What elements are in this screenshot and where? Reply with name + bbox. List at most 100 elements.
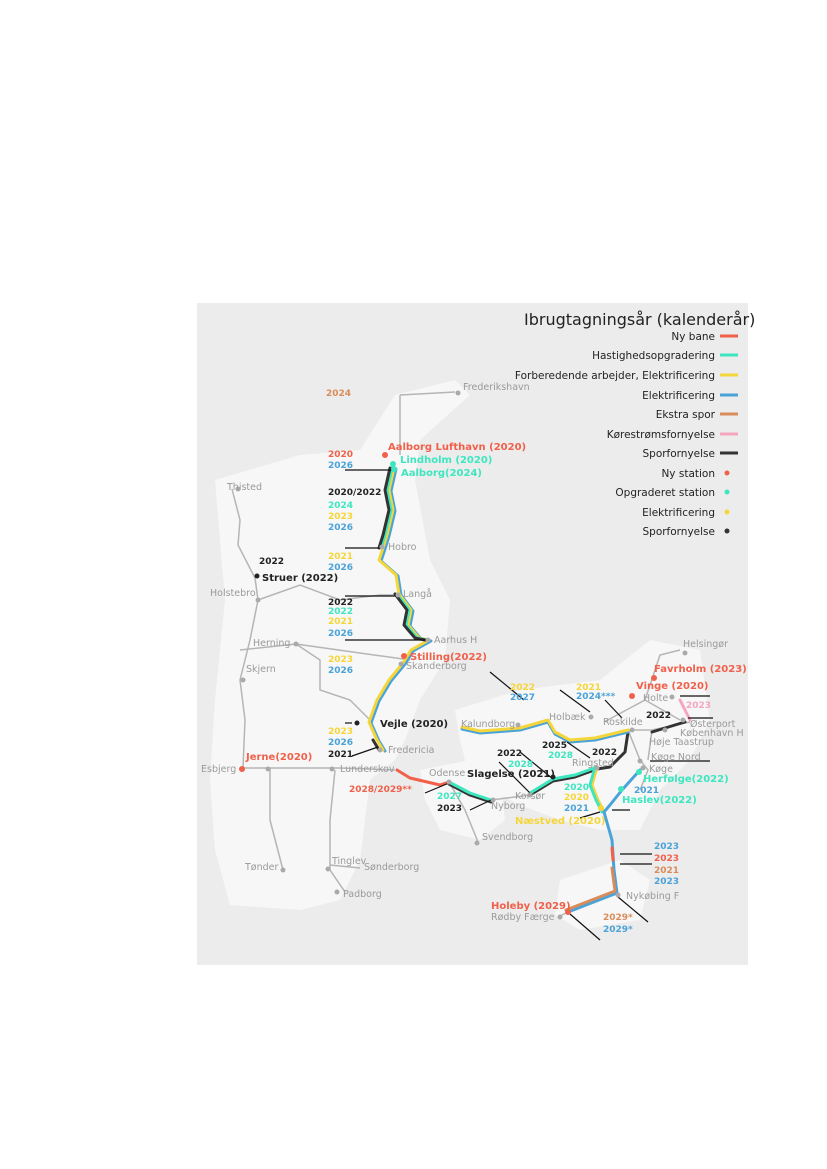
legend-item-sporfornyelse-station: Sporfornyelse (642, 526, 715, 538)
project-station-dots (239, 452, 657, 915)
station-project-label: Aalborg(2024) (401, 468, 482, 479)
year-label: 2023 (328, 727, 353, 737)
legend-item-ekstra-spor: Ekstra spor (656, 409, 716, 421)
year-label: 2022 (328, 598, 353, 608)
station-project-label: Vejle (2020) (380, 719, 448, 730)
station-label: Padborg (343, 889, 382, 900)
legend-item-opgraderet-station: Opgraderet station (615, 487, 715, 499)
station-label: Hobro (388, 542, 417, 553)
legend: Ibrugtagningsår (kalenderår) Ny bane Has… (515, 310, 755, 538)
station-label: Sønderborg (364, 862, 419, 873)
station-label: Køge (649, 764, 673, 775)
legend-item-forberedende: Forberedende arbejder, Elektrificering (515, 370, 715, 382)
station-label: Lunderskov (340, 764, 395, 775)
year-label: 2023 (437, 804, 462, 814)
legend-item-ny-station: Ny station (661, 468, 715, 480)
station-project-label: Næstved (2020) (515, 816, 606, 827)
year-label: 2024 (328, 501, 353, 511)
station-label: Østerport (690, 719, 736, 730)
station-label: Fredericia (388, 745, 434, 756)
station-label: Skjern (246, 664, 276, 675)
station-project-label: Holeby (2029) (491, 901, 571, 912)
station-label: Holstebro (210, 588, 256, 599)
year-label: 2022 (497, 749, 522, 759)
station-label: Helsingør (683, 639, 728, 650)
station-label: Køge Nord (651, 752, 701, 763)
dot-elektrificering (724, 509, 730, 515)
station-project-label: Jerne(2020) (245, 752, 312, 763)
station-label: Tinglev (331, 856, 367, 867)
legend-item-ny-bane: Ny bane (671, 331, 715, 343)
station-label: Holbæk (549, 712, 586, 723)
station-label: Holte (643, 693, 668, 704)
station-label: Herning (253, 638, 290, 649)
year-label: 2021 (634, 786, 659, 796)
station-label: Langå (403, 589, 432, 600)
year-label: 2021 (576, 683, 601, 693)
year-label: 2021 (328, 617, 353, 627)
year-label: 2024 (326, 389, 351, 399)
station-project-label: Aalborg Lufthavn (2020) (388, 442, 526, 453)
station-project-label: Herfølge(2022) (643, 774, 729, 785)
station-label: Esbjerg (201, 764, 236, 775)
station-label: Odense (429, 768, 465, 779)
year-label: 2028 (548, 751, 573, 761)
station-project-label: Slagelse (2021) (467, 769, 555, 780)
project-labels: 2024 Aalborg Lufthavn (2020) 2020 Lindho… (245, 389, 747, 935)
project-routes (367, 466, 692, 914)
year-label: 2026 (328, 523, 353, 533)
leader-lines (345, 469, 713, 941)
year-label: 2027 (510, 693, 535, 703)
station-project-label: Stilling(2022) (410, 652, 487, 663)
station-label: Høje Taastrup (649, 737, 714, 748)
year-label: 2021 (328, 750, 353, 760)
year-label: 2023 (654, 842, 679, 852)
year-label: 2023 (328, 512, 353, 522)
year-label: 2023 (686, 701, 711, 711)
station-project-label: Haslev(2022) (622, 795, 697, 806)
station-label: Korsør (515, 791, 545, 802)
year-label: 2026 (328, 629, 353, 639)
year-label: 2026 (328, 461, 353, 471)
station-label: Aarhus H (434, 635, 477, 646)
legend-item-sporfornyelse: Sporfornyelse (642, 448, 715, 460)
year-label: 2022 (646, 711, 671, 721)
station-labels: Frederikshavn Thisted Hobro Holstebro La… (201, 382, 744, 923)
station-label: Kalundborg (461, 719, 515, 730)
station-label: Ringsted (572, 758, 614, 769)
year-label: 2023 (328, 655, 353, 665)
station-label: Nyborg (491, 801, 525, 812)
year-label: 2022 (328, 607, 353, 617)
year-label: 2026 (328, 563, 353, 573)
year-label: 2025 (542, 741, 567, 751)
legend-title: Ibrugtagningsår (kalenderår) (524, 310, 755, 329)
year-label: 2020 (328, 450, 353, 460)
year-label: 2028/2029** (349, 785, 412, 795)
year-label: 2022 (592, 748, 617, 758)
station-label: Skanderborg (406, 661, 467, 672)
station-project-label: Struer (2022) (262, 573, 338, 584)
legend-item-elektrificering: Elektrificering (642, 390, 715, 402)
station-dots (235, 390, 688, 920)
station-label: Thisted (226, 482, 262, 493)
station-project-label: Favrholm (2023) (654, 664, 747, 675)
year-label: 2020/2022 (328, 488, 381, 498)
land (210, 380, 710, 930)
year-label: 2023 (654, 854, 679, 864)
dot-ny-station (724, 470, 730, 476)
year-label: 2021 (564, 804, 589, 814)
year-label: 2021 (654, 866, 679, 876)
year-label: 2026 (328, 666, 353, 676)
station-label: Nykøbing F (626, 891, 679, 902)
year-label: 2029* (603, 913, 633, 923)
year-label: 2028 (508, 760, 533, 770)
station-label: Roskilde (603, 717, 643, 728)
legend-item-elektrificering-station: Elektrificering (642, 507, 715, 519)
station-label: Frederikshavn (463, 382, 530, 393)
year-label: 2020 (564, 793, 589, 803)
station-label: Svendborg (482, 832, 533, 843)
station-label: Rødby Færge (491, 912, 555, 923)
station-label: Tønder (244, 862, 279, 873)
year-label: 2029* (603, 925, 633, 935)
